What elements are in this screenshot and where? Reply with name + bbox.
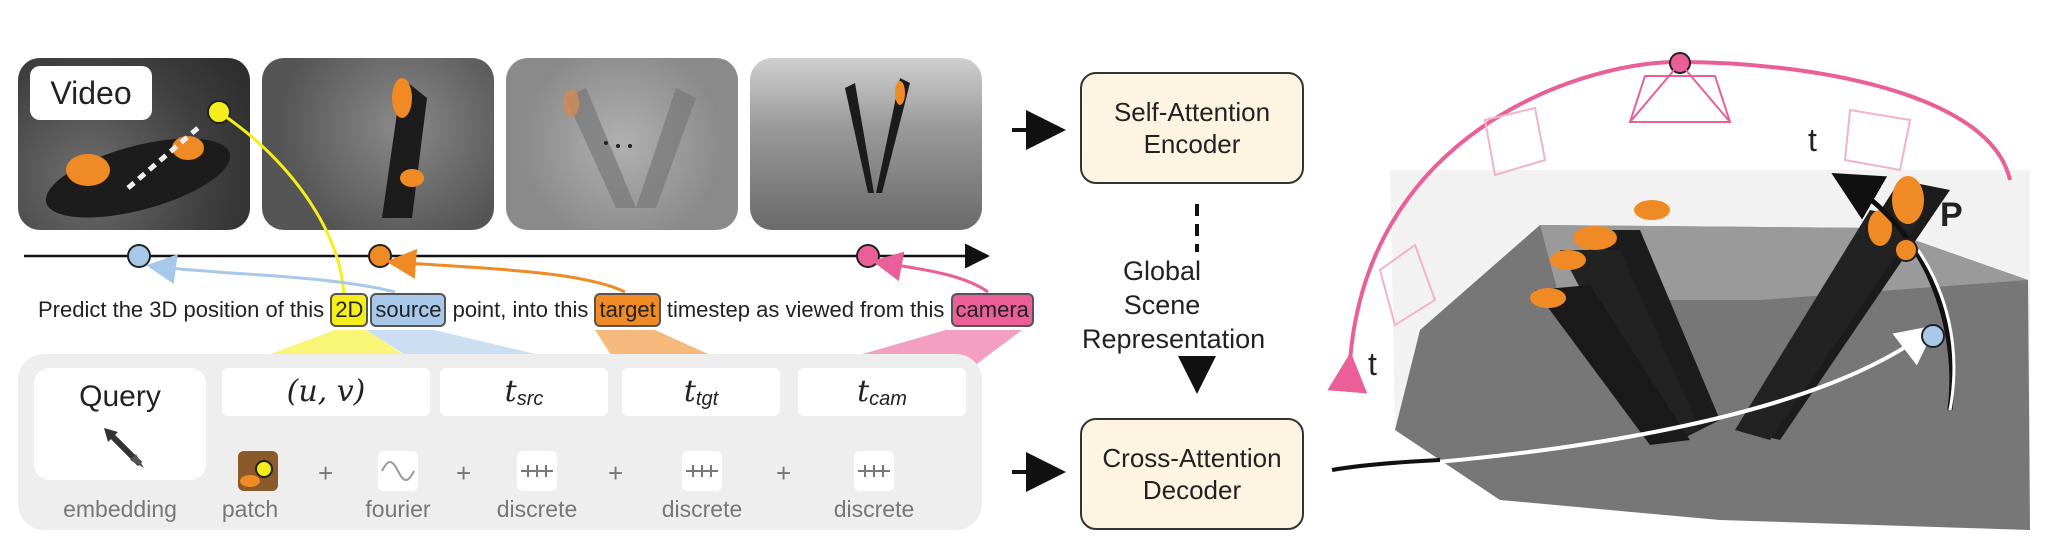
discrete-icon-3 [854,451,894,491]
cross-attention-decoder-block: Cross-Attention Decoder [1080,418,1304,530]
embedding-caption: embedding [63,496,177,522]
plus-sign-2: + [456,458,472,488]
source-time-marker [127,244,151,268]
fourier-caption: fourier [365,496,431,522]
butterfly-image-3 [563,88,696,208]
fourier-icon [378,451,418,491]
point-p-label: P [1940,196,1963,234]
token-t-cam: tcam [798,368,966,416]
video-frame-3 [506,58,738,230]
discrete-caption-1: discrete [496,496,578,522]
dart-icon [104,428,144,468]
query-title: Query [79,380,161,413]
sentence-part-1: Predict the 3D position of this [38,297,325,322]
discrete-icon-2 [682,451,722,491]
discrete-caption-3: discrete [833,496,915,522]
self-attention-encoder-block: Self-Attention Encoder [1080,72,1304,184]
video-label: Video [30,66,152,120]
plus-sign-1: + [318,458,334,488]
query-box: Query [34,368,206,480]
token-t-tgt: ttgt [622,368,780,416]
scene-3d [1327,52,2030,530]
butterfly-image-1 [45,126,231,218]
source-link [146,254,396,294]
sentence-part-2: point, into this [452,297,589,322]
highlight-target: target [594,293,661,327]
patch-caption: patch [221,496,279,522]
discrete-caption-2: discrete [661,496,743,522]
butterfly-image-2 [382,78,427,218]
target-link [386,248,626,294]
global-scene-representation-label: Global Scene Representation [1082,254,1266,356]
sentence-part-3: timestep as viewed from this [666,297,945,322]
target-time-marker [368,244,392,268]
plus-sign-4: + [776,458,792,488]
video-frame-2 [262,58,494,230]
highlight-2d: 2D [330,293,369,327]
time-label-top: t [1808,122,1817,158]
highlight-source: source [370,293,447,327]
point-link [218,110,346,296]
video-frame-4 [750,58,982,230]
camera-time-marker [856,244,880,268]
patch-icon [238,451,278,491]
time-label-left: t [1368,346,1377,382]
token-uv: (u, v) [222,368,430,416]
highlight-camera: camera [950,293,1034,327]
discrete-icon-1 [517,451,557,491]
plus-sign-3: + [608,458,624,488]
camera-link [872,251,989,294]
token-t-src: tsrc [440,368,608,416]
butterfly-image-4 [845,78,910,193]
